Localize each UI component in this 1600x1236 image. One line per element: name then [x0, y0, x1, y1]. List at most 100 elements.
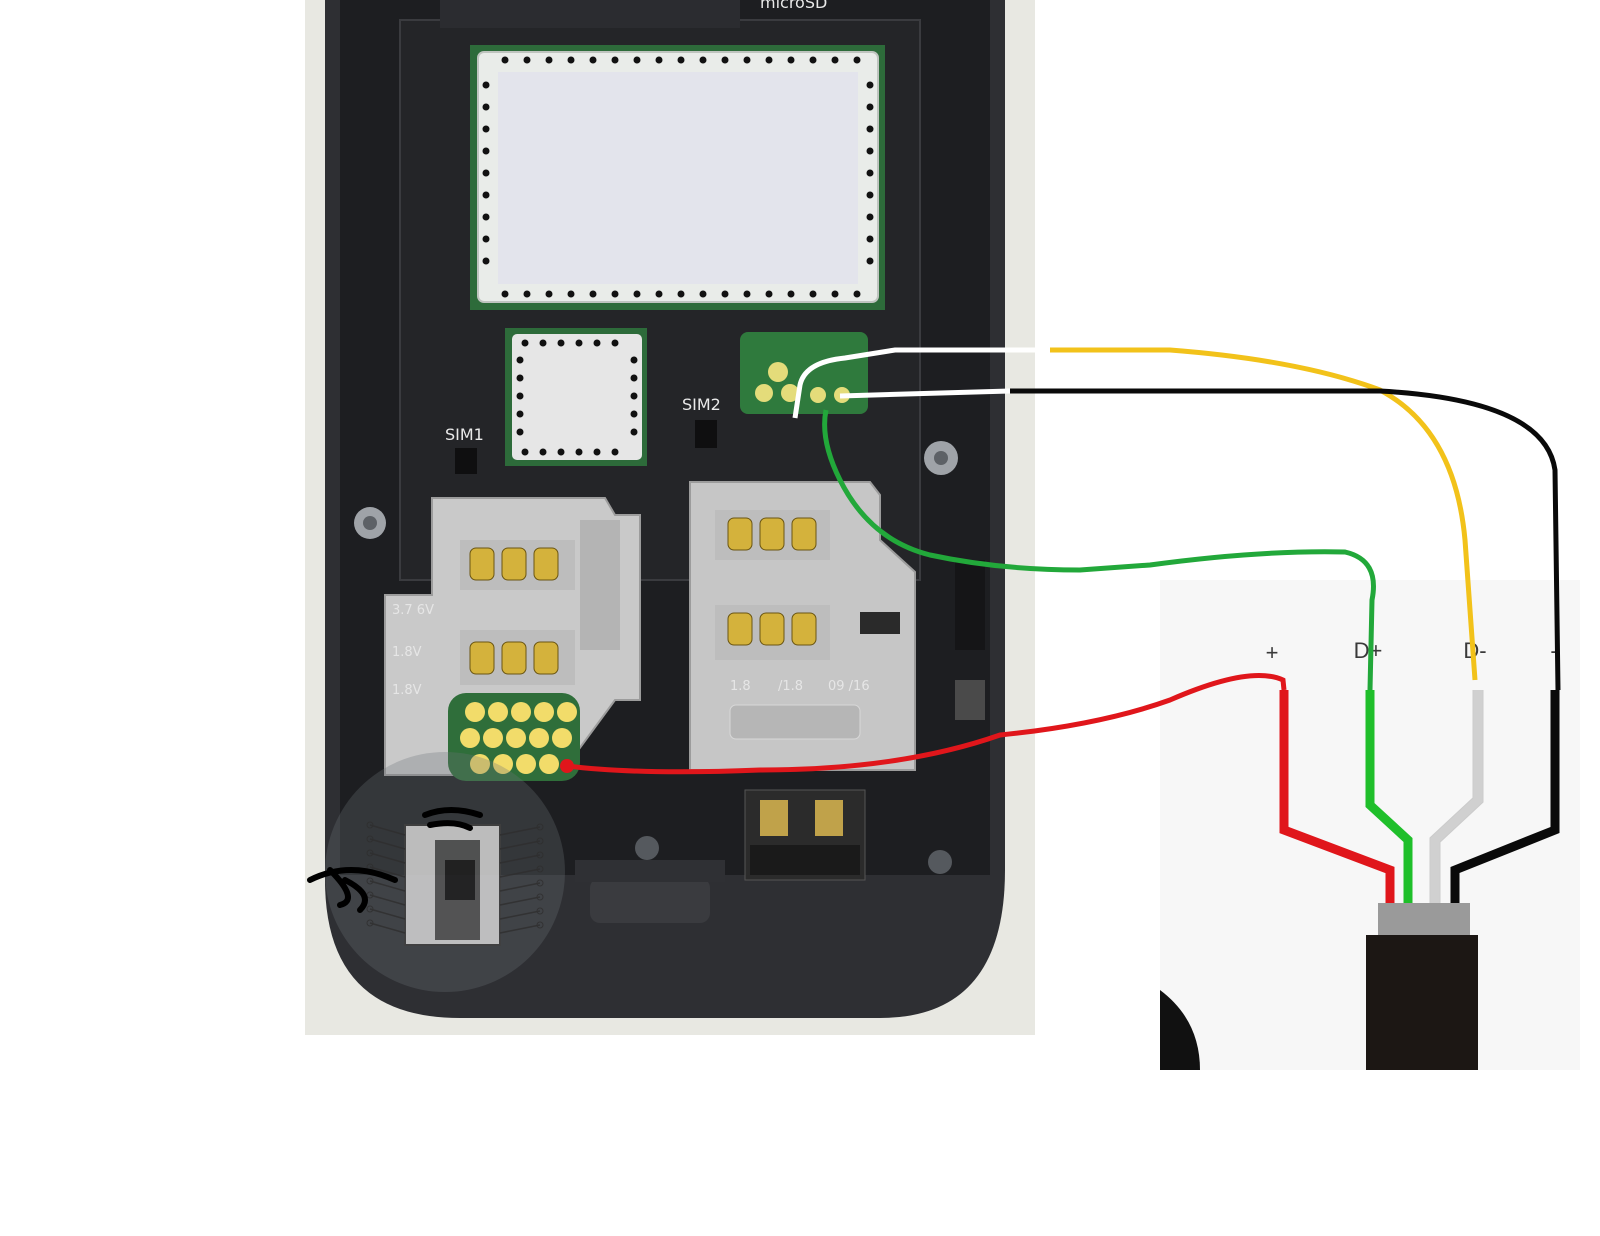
- rivet: [575, 339, 583, 347]
- battery-connector: [744, 789, 866, 881]
- rivet: [567, 56, 575, 64]
- rivet: [765, 56, 773, 64]
- rivet: [655, 290, 663, 298]
- tray-label: 1.8V: [392, 683, 422, 698]
- rf-shield: [470, 45, 885, 310]
- rivet: [866, 169, 874, 177]
- rivet: [866, 147, 874, 155]
- test-pad: [534, 702, 554, 722]
- rivet: [721, 290, 729, 298]
- gold-contact: [791, 612, 817, 646]
- rivet: [589, 56, 597, 64]
- tray-label: 3.7 6V: [392, 603, 434, 618]
- gold-contact: [759, 517, 785, 551]
- rivet: [765, 290, 773, 298]
- rivet: [677, 290, 685, 298]
- chip-pad: [366, 919, 374, 927]
- rivet: [589, 290, 597, 298]
- rivet: [482, 147, 490, 155]
- chip-trace: [369, 852, 541, 864]
- chip-pad: [366, 835, 374, 843]
- boot-test-pads: [448, 693, 580, 781]
- usb-wire-red: [1279, 690, 1395, 905]
- tray-label: 1.8: [730, 679, 751, 694]
- gold-contact: [533, 641, 559, 675]
- rivet: [743, 56, 751, 64]
- rivet: [630, 410, 638, 418]
- microsd-label: microSD: [760, 0, 827, 12]
- phone-photo: microSD SIM1 SIM2: [305, 0, 1035, 1035]
- rivet: [853, 290, 861, 298]
- test-pad: [465, 702, 485, 722]
- test-pad: [506, 728, 526, 748]
- rivet: [853, 56, 861, 64]
- usb-connector-body: [1366, 935, 1478, 1070]
- rivet: [501, 56, 509, 64]
- usb-connector-collar: [1378, 903, 1470, 935]
- test-pad: [557, 702, 577, 722]
- sim1-label: SIM1: [445, 425, 484, 444]
- test-pad: [529, 728, 549, 748]
- rivet: [699, 290, 707, 298]
- rivet: [611, 448, 619, 456]
- tray-label: 1.8V: [392, 645, 422, 660]
- rivet: [523, 56, 531, 64]
- wire-green: [822, 409, 1376, 691]
- rivet: [787, 56, 795, 64]
- test-pad: [483, 728, 503, 748]
- rivet: [482, 235, 490, 243]
- gold-contact: [501, 547, 527, 581]
- rivet: [633, 56, 641, 64]
- shield-rivets: [482, 56, 874, 298]
- gold-contact: [533, 547, 559, 581]
- rivet: [516, 374, 524, 382]
- rivet: [521, 448, 529, 456]
- usb-pin-label-plus: +: [1266, 640, 1279, 665]
- rivet: [516, 428, 524, 436]
- tray-label: 09 /16: [828, 679, 870, 694]
- test-pad: [511, 702, 531, 722]
- rivet: [831, 56, 839, 64]
- rivet: [557, 339, 565, 347]
- rivet: [593, 448, 601, 456]
- sim2-label: SIM2: [682, 395, 721, 414]
- test-pad: [516, 754, 536, 774]
- rivet: [575, 448, 583, 456]
- rivet: [743, 290, 751, 298]
- rivet: [630, 392, 638, 400]
- chip-pad: [536, 823, 544, 831]
- test-pad: [470, 754, 490, 774]
- chip-trace: [369, 922, 541, 934]
- rivet: [866, 103, 874, 111]
- usb-wire-white-outline: [1429, 690, 1484, 905]
- chip-pad: [536, 851, 544, 859]
- right-tray-labels: 1.8 /1.8 09 /16: [730, 679, 870, 694]
- screw-icon: [635, 836, 659, 860]
- gold-contact: [759, 612, 785, 646]
- test-pad: [488, 702, 508, 722]
- rivet: [539, 339, 547, 347]
- usb-pin-label-dplus: D+: [1354, 638, 1383, 663]
- rivet: [809, 290, 817, 298]
- rivet: [866, 81, 874, 89]
- wire-white: [792, 347, 1050, 419]
- red-wire-solder-point: [560, 759, 574, 773]
- rivet: [655, 56, 663, 64]
- usb-pin-label-minus: -: [1550, 638, 1557, 663]
- screw-icon: [928, 850, 952, 874]
- gold-contact: [727, 612, 753, 646]
- rivet: [482, 125, 490, 133]
- chip-pad: [366, 905, 374, 913]
- chip-pad: [536, 865, 544, 873]
- small-shield-rivets: [516, 339, 638, 456]
- rivet: [633, 290, 641, 298]
- rivet: [482, 213, 490, 221]
- sim1-contact: [455, 448, 477, 474]
- rivet: [866, 213, 874, 221]
- rivet: [557, 448, 565, 456]
- test-pad: [493, 754, 513, 774]
- side-clip: [955, 680, 985, 720]
- chip-pad: [536, 921, 544, 929]
- emmc-chip-overlay: [325, 752, 565, 992]
- chip-pad: [536, 907, 544, 915]
